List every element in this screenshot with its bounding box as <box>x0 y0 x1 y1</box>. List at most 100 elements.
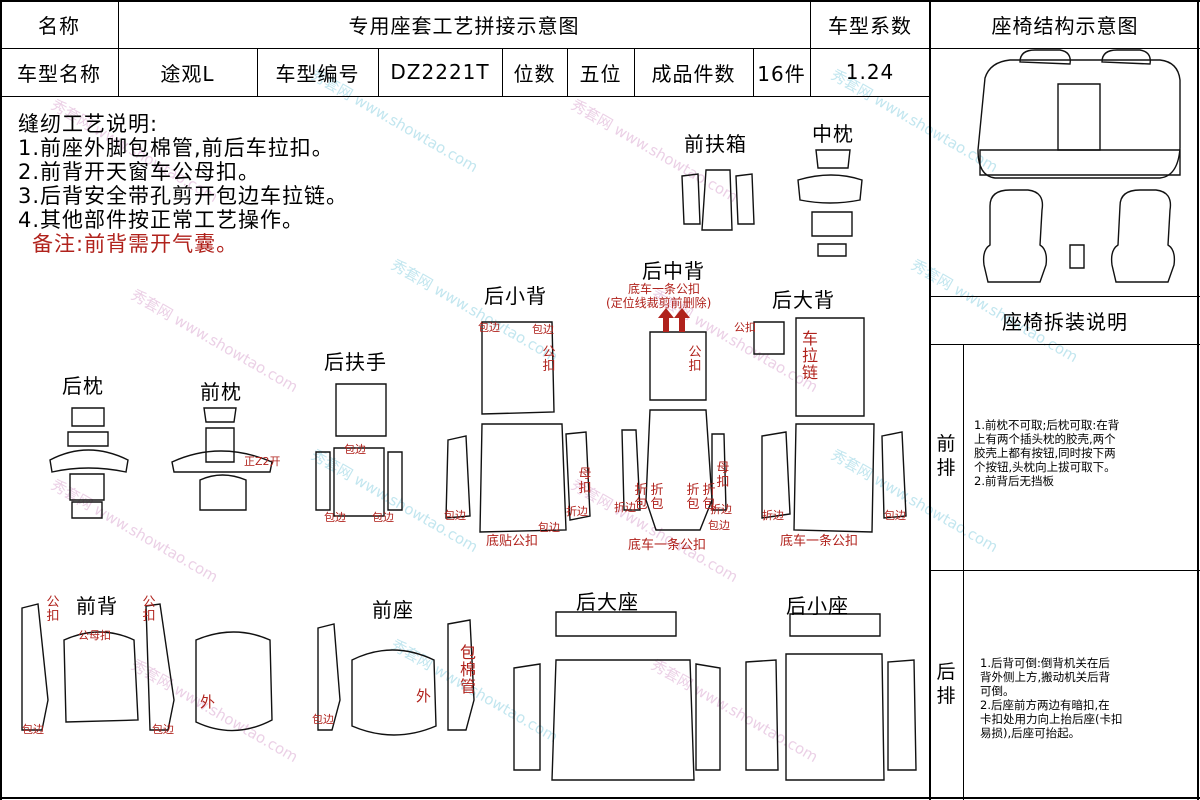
front-seat-right <box>1110 189 1176 283</box>
front-pillow-piece <box>203 407 237 423</box>
front-back-piece <box>195 631 273 732</box>
rear-big-back-piece <box>881 431 907 519</box>
front-armrest-box-piece <box>681 173 701 225</box>
coef-label: 车型系数 <box>828 13 912 38</box>
rear-armrest-piece <box>387 451 403 511</box>
annotation-bao-mian-guan: 包棉管 <box>460 643 477 696</box>
front-seat-piece <box>317 623 341 731</box>
model-name: 途观L <box>160 61 215 86</box>
annotation-zhebian: 折边 <box>566 505 588 518</box>
front-back-piece <box>145 603 175 731</box>
console-box <box>1069 244 1085 269</box>
notes-remark: 备注:前背需开气囊。 <box>32 232 239 256</box>
label-front-pillow: 前枕 <box>200 380 242 404</box>
label-rear-big-seat: 后大座 <box>576 590 639 614</box>
rear-big-back-piece <box>761 431 791 519</box>
h1-div-1 <box>118 0 119 97</box>
right-row-divider <box>930 570 1200 571</box>
header-bottom-line <box>0 96 930 97</box>
instruction-line: 2.后座前方两边有暗扣,在 <box>980 698 1110 712</box>
border-left <box>0 0 2 800</box>
rear-small-seat-piece <box>745 659 779 771</box>
front-pillow-piece <box>171 450 273 473</box>
annotation-baobian: 包边 <box>372 511 394 524</box>
annotation-baobian: 包边 <box>324 511 346 524</box>
red-arrow-icon <box>658 308 674 332</box>
rear-headrest-right <box>1101 49 1151 65</box>
h2-div-3 <box>502 48 503 97</box>
rear-small-back-piece <box>565 431 591 521</box>
rear-middle-note-2: (定位线裁剪前删除) <box>606 296 712 310</box>
annotation-mukou-vertical: 母扣 <box>578 467 592 496</box>
seat-structure-figure <box>977 49 1181 283</box>
rear-big-back-piece <box>753 321 785 355</box>
h1-div-2 <box>810 0 811 97</box>
annotation-gongkou-vertical: 公扣 <box>542 345 556 374</box>
instruction-line: 可倒。 <box>980 684 1015 698</box>
doc-title: 专用座套工艺拼接示意图 <box>348 13 580 38</box>
rear-bench-seat <box>979 149 1181 176</box>
annotation-diche-gongkou: 底车一条公扣 <box>780 534 859 549</box>
annotation-baobian: 包边 <box>312 713 334 726</box>
rear-bench-outline <box>977 59 1181 179</box>
annotation-che-la-lian: 车拉链 <box>802 329 819 382</box>
rear-small-back-piece <box>481 321 555 415</box>
sewing-notes: 缝纫工艺说明: 1.前座外脚包棉管,前后车拉扣。 2.前背开天窗车公母扣。 3.… <box>18 112 348 256</box>
rear-small-seat-piece <box>789 613 881 637</box>
border-bottom <box>0 797 1200 799</box>
annotation-gongmukou: 公母扣 <box>78 629 111 642</box>
front-back-piece <box>63 631 139 723</box>
annotation-zhebao-vertical: 折包 <box>686 483 700 512</box>
rear-middle-back-piece <box>649 331 707 401</box>
annotation-mukou-vertical: 母扣 <box>716 461 730 490</box>
front-row-instructions: 1.前枕不可取;后枕可取:在背 上有两个插头枕的胶壳,两个 胶壳上都有按钮,同时… <box>974 418 1194 488</box>
rear-middle-back-piece <box>621 429 641 511</box>
annotation-baobian: 包边 <box>444 509 466 522</box>
annotation-baobian: 包边 <box>538 521 560 534</box>
label-rear-small-back: 后小背 <box>484 284 547 308</box>
rear-small-back-piece <box>445 435 471 519</box>
rear-middle-back-piece <box>711 433 727 511</box>
disassembly-title: 座椅拆装说明 <box>1002 310 1128 334</box>
front-row-label: 前排 <box>936 433 956 479</box>
rear-big-seat-piece <box>695 663 721 771</box>
rear-big-seat-piece <box>555 611 677 637</box>
rear-pillow-piece <box>71 501 103 519</box>
instruction-line: 易损),后座可抬起。 <box>980 726 1081 740</box>
instruction-line: 上有两个插头枕的胶壳,两个 <box>974 432 1116 446</box>
pieces-label: 成品件数 <box>651 61 736 86</box>
rear-pillow-piece <box>67 431 109 447</box>
annotation-gongkou-vertical: 公扣 <box>46 595 60 624</box>
rear-armrest-piece <box>333 447 385 517</box>
notes-item: 4.其他部件按正常工艺操作。 <box>18 208 305 232</box>
annotation-gongkou-vertical: 公扣 <box>142 595 156 624</box>
front-pillow-piece <box>205 427 235 463</box>
annotation-zhebian: 折边 <box>762 509 784 522</box>
h2-div-2 <box>378 48 379 97</box>
rear-small-seat-piece <box>887 659 917 771</box>
h2-div-4 <box>567 48 568 97</box>
label-rear-middle-back: 后中背 <box>642 259 705 283</box>
annotation-gongkou-vertical: 公扣 <box>688 345 702 374</box>
right-label-col <box>963 344 964 800</box>
coef-value: 1.24 <box>845 60 895 84</box>
rear-pillow-piece <box>49 449 129 473</box>
rear-big-seat-piece <box>551 659 695 781</box>
notes-title: 缝纫工艺说明: <box>18 112 159 136</box>
right-panel-divider <box>929 0 931 800</box>
label-front-back: 前背 <box>76 594 118 618</box>
annotation-baobian: 包边 <box>478 321 500 334</box>
pieces-value: 16件 <box>757 61 806 86</box>
instruction-line: 1.前枕不可取;后枕可取:在背 <box>974 418 1120 432</box>
label-rear-pillow: 后枕 <box>62 374 104 398</box>
rear-middle-note-1: 底车一条公扣 <box>628 282 701 296</box>
annotation-baobian: 包边 <box>532 323 554 336</box>
instruction-line: 个按钮,头枕向上拔可取下。 <box>974 460 1116 474</box>
annotation-zhebao-vertical: 折包 <box>650 483 664 512</box>
annotation-wai: 外 <box>200 693 216 711</box>
front-armrest-box-piece <box>701 169 733 231</box>
rear-pillow-piece <box>69 473 105 501</box>
annotation-baobian: 包边 <box>152 723 174 736</box>
